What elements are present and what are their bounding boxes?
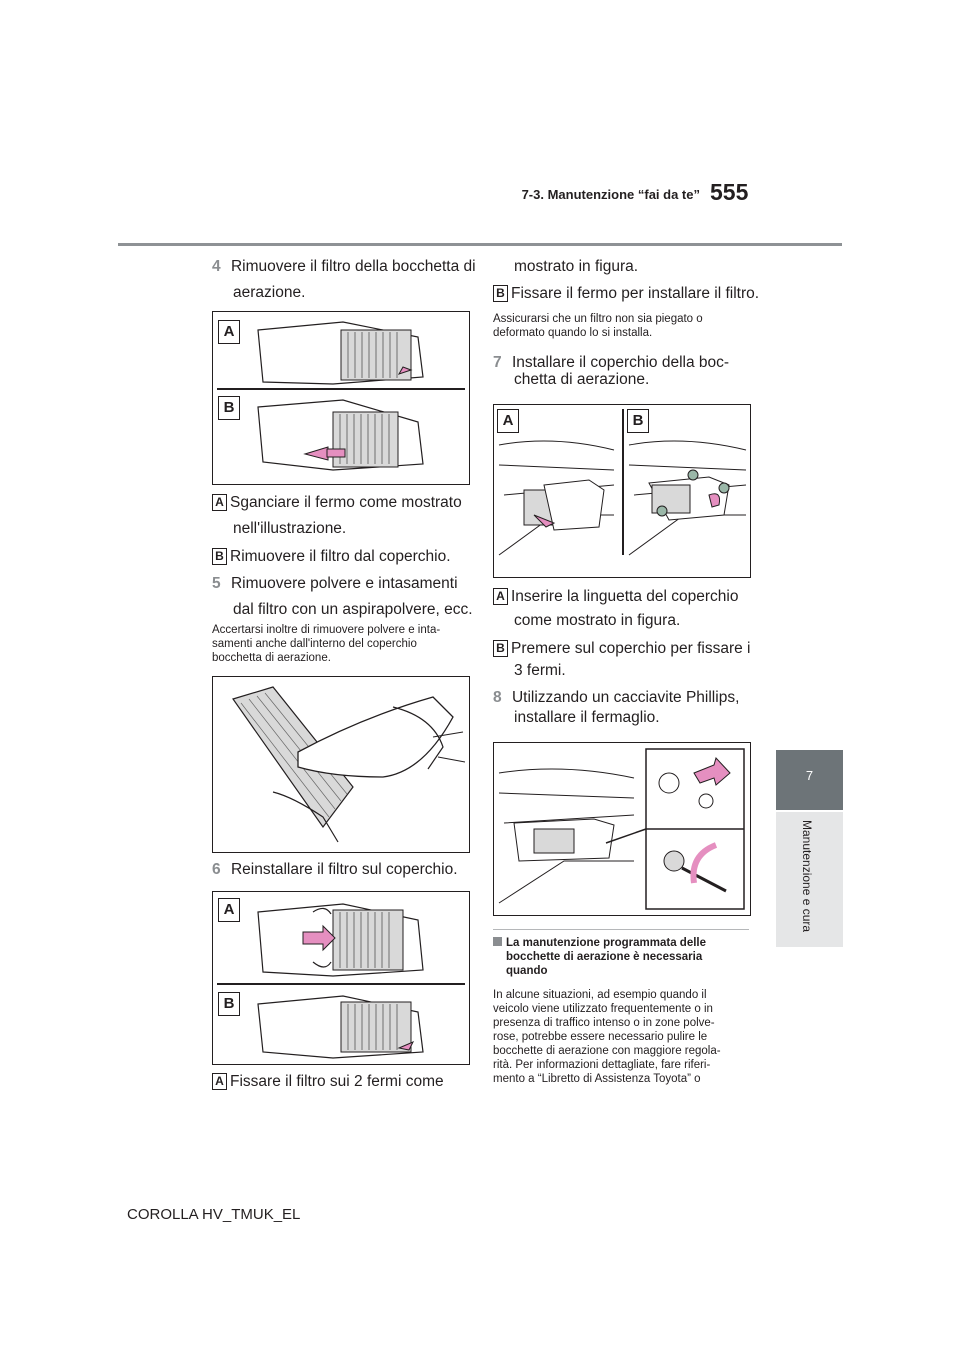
- step-number: 8: [493, 689, 502, 706]
- figure-label-a: A: [497, 409, 519, 433]
- bullet-square-icon: [493, 937, 502, 946]
- step-number: 7: [493, 354, 502, 371]
- figure-label-b: B: [218, 992, 240, 1016]
- instruction-a-cont: come mostrato in figura.: [514, 612, 681, 629]
- tag-b: B: [493, 285, 508, 302]
- chapter-number: 7: [805, 768, 814, 783]
- model-code: COROLLA HV_TMUK_EL: [127, 1206, 301, 1223]
- clip-install-figure: [493, 742, 751, 916]
- step-5-cont: dal filtro con un aspirapolvere, ecc.: [233, 601, 473, 618]
- tag-a: A: [212, 1073, 227, 1090]
- step-8-cont: installare il fermaglio.: [514, 709, 660, 726]
- filter-reinstall-figure: A B: [212, 891, 470, 1065]
- step-text: Rimuovere il filtro della bocchetta di: [230, 258, 476, 275]
- tag-a: A: [493, 588, 508, 605]
- step-4: 4 Rimuovere il filtro della bocchetta di: [212, 253, 476, 280]
- note-divider: [493, 929, 749, 930]
- step-number: 5: [212, 575, 221, 592]
- figure-label-a: A: [218, 898, 240, 922]
- step-number: 4: [212, 258, 221, 275]
- instruction-a-cont: mostrato in figura.: [514, 258, 639, 275]
- cover-install-figure: A B: [493, 404, 751, 578]
- header-divider: [118, 243, 842, 246]
- filter-removal-figure: A B: [212, 311, 470, 485]
- tag-a: A: [212, 494, 227, 511]
- maintenance-note-body: In alcune situazioni, ad esempio quando …: [493, 989, 721, 1085]
- step-6: 6 Reinstallare il filtro sul coperchio.: [212, 861, 458, 878]
- clip-illustration: [498, 748, 745, 910]
- tag-b: B: [212, 548, 227, 565]
- figure-label-a: A: [218, 320, 240, 344]
- instruction-a-cont: nell'illustrazione.: [233, 520, 347, 537]
- instruction-b-cont: 3 fermi.: [514, 662, 566, 679]
- chapter-tab: [776, 750, 843, 810]
- step-8: 8 Utilizzando un cacciavite Phillips,: [493, 689, 740, 706]
- step-4-cont: aerazione.: [233, 284, 306, 301]
- step-7: 7 Installare il coperchio della boc-: [493, 354, 730, 371]
- step-number: 6: [212, 861, 221, 878]
- section-title: 7-3. Manutenzione “fai da te”: [521, 187, 700, 202]
- vacuum-cleaning-figure: [212, 676, 470, 853]
- note-step-6: Assicurarsi che un filtro non sia piegat…: [493, 313, 703, 339]
- cover-illustration: [498, 409, 747, 556]
- step-5: 5 Rimuovere polvere e intasamenti: [212, 575, 458, 592]
- chapter-tab-label-bg: [776, 812, 843, 947]
- vacuum-illustration: [232, 686, 466, 843]
- maintenance-note-heading: La manutenzione programmata delle bocche…: [493, 936, 706, 978]
- figure-label-b: B: [627, 409, 649, 433]
- figure-label-b: B: [218, 396, 240, 420]
- step-7-cont: chetta di aerazione.: [514, 371, 650, 388]
- chapter-label: Manutenzione e cura: [800, 820, 814, 933]
- note-step-5: Accertarsi inoltre di rimuovere polvere …: [212, 624, 441, 664]
- reinstall-illustration: [217, 903, 465, 1059]
- tag-b: B: [493, 640, 508, 657]
- filter-illustration: [217, 321, 465, 471]
- page-number: 555: [710, 179, 749, 205]
